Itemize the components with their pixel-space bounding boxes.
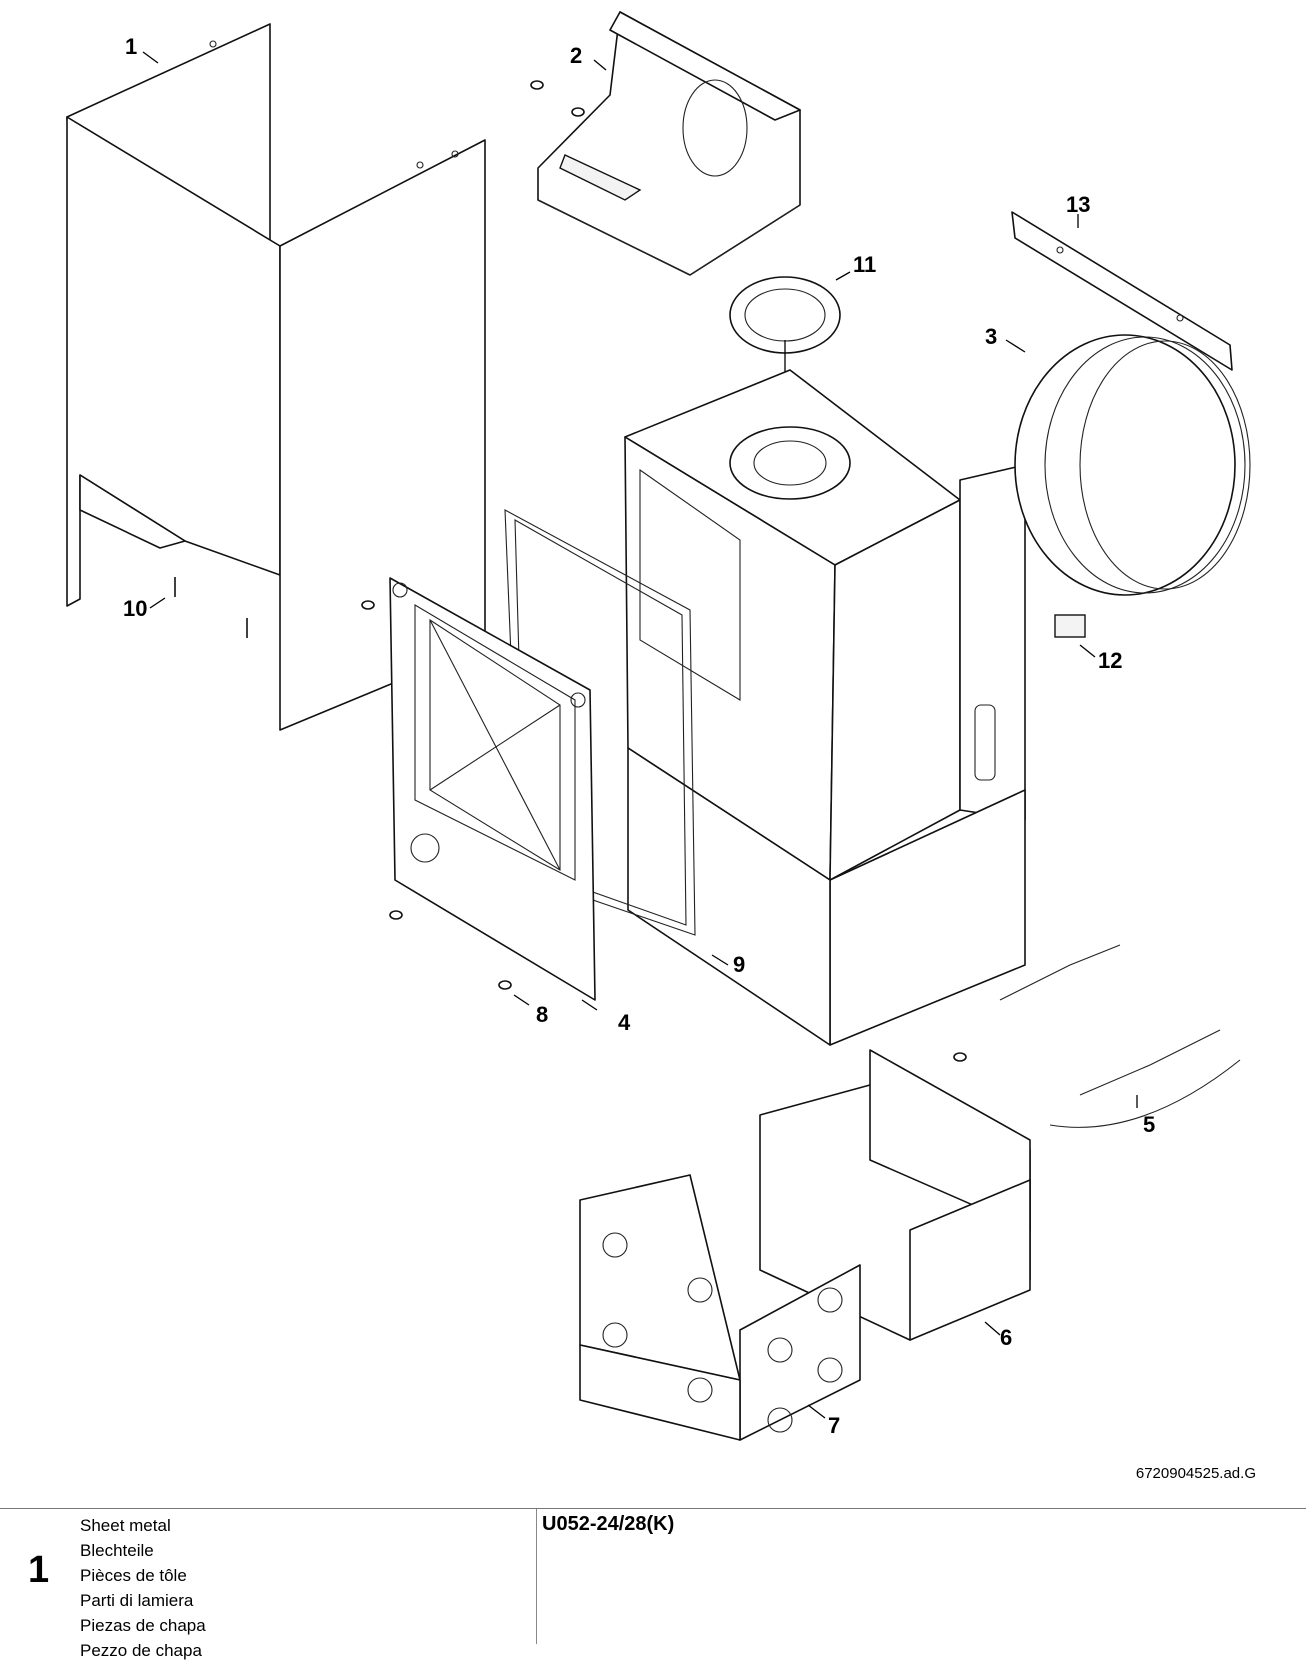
callout-12: 12: [1098, 648, 1122, 673]
rods-part-5: [999, 944, 1241, 1128]
front-panel-part-4: [389, 577, 596, 1001]
callout-4: 4: [618, 1010, 631, 1035]
bracket-part-13: [1011, 211, 1233, 371]
section-titles: Sheet metal Blechteile Pièces de tôle Pa…: [80, 1513, 206, 1663]
exploded-parts-diagram: 1 2 3 4 5 6 7 8 9 10 11 12 13: [66, 11, 1251, 1441]
top-hood-part-2: [537, 11, 801, 276]
wood-screw-icon: [174, 577, 248, 638]
callout-11: 11: [853, 252, 876, 277]
callout-13: 13: [1066, 192, 1090, 217]
title-german: Blechteile: [80, 1541, 154, 1560]
callout-leaders: [142, 51, 1138, 1419]
footer-divider: [536, 1509, 537, 1644]
callout-numbers: 1 2 3 4 5 6 7 8 9 10 11 12 13: [123, 34, 1155, 1438]
callout-7: 7: [828, 1413, 840, 1438]
insulation-box-part-6: [759, 1049, 1031, 1341]
title-english: Sheet metal: [80, 1516, 171, 1535]
expansion-vessel-part-3: [1014, 334, 1251, 596]
callout-8: 8: [536, 1002, 548, 1027]
mounting-frame-part-7: [579, 1174, 861, 1441]
main-frame-body: [624, 369, 1026, 1046]
drawing-code: 6720904525.ad.G: [1135, 1465, 1256, 1482]
callout-1: 1: [125, 34, 137, 59]
model-number: U052-24/28(K): [542, 1513, 675, 1535]
callout-5: 5: [1143, 1112, 1155, 1137]
callout-2: 2: [570, 43, 582, 68]
footer: 1 Sheet metal Blechteile Pièces de tôle …: [0, 1508, 1306, 1660]
callout-9: 9: [733, 952, 745, 977]
callout-6: 6: [1000, 1325, 1012, 1350]
casing-part-1: [66, 23, 486, 731]
callout-3: 3: [985, 324, 997, 349]
page-number: 1: [28, 1549, 50, 1591]
title-spanish: Piezas de chapa: [80, 1616, 206, 1635]
callout-10: 10: [123, 596, 147, 621]
block-part-12: [1054, 614, 1086, 638]
title-italian: Parti di lamiera: [80, 1591, 194, 1610]
title-portuguese: Pezzo de chapa: [80, 1641, 202, 1660]
title-french: Pièces de tôle: [80, 1566, 187, 1585]
